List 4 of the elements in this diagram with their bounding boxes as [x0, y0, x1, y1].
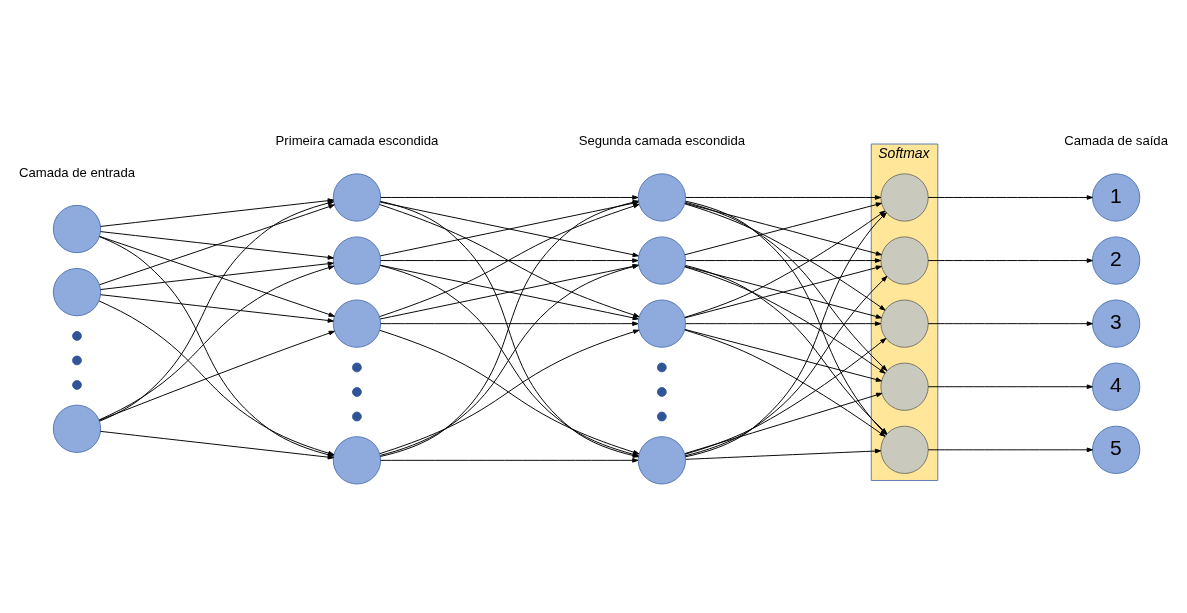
label: Segunda camada escondida	[578, 132, 746, 148]
label: Primeira camada escondida	[275, 132, 439, 148]
label: Camada de saída	[1064, 132, 1168, 148]
label: Camada de entrada	[18, 164, 135, 180]
